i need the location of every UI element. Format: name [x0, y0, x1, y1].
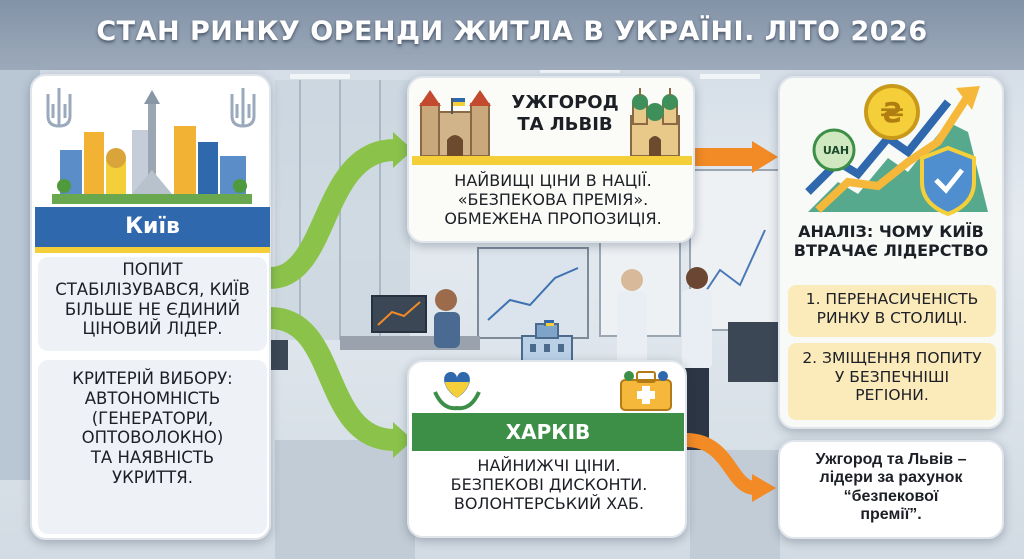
- shield-check-icon: [920, 145, 976, 217]
- trident-icon: [230, 88, 256, 128]
- text-line: премії”.: [860, 506, 922, 524]
- text-line: БЕЗПЕКОВІ ДИСКОНТИ.: [450, 475, 648, 495]
- hryvnia-coin-icon: ₴: [864, 84, 920, 140]
- west-city-label: УЖГОРОД ТА ЛЬВІВ: [505, 92, 625, 135]
- text-line: ПОПИТ: [122, 260, 183, 279]
- text-line: АВТОНОМНІСТЬ: [84, 388, 221, 408]
- text-line: ЦІНОВИЙ ЛІДЕР.: [82, 319, 223, 339]
- west-card: УЖГОРОД ТА ЛЬВІВ НАЙВИЩІ ЦІНИ В НАЦІЇ. «…: [407, 76, 695, 243]
- text-line: БІЛЬШЕ НЕ ЄДИНИЙ: [64, 299, 241, 319]
- page-title: СТАН РИНКУ ОРЕНДИ ЖИТЛА В УКРАЇНІ. ЛІТО …: [96, 16, 928, 47]
- heart-hands-icon: [433, 372, 481, 411]
- analysis-point-1: 1. ПЕРЕНАСИЧЕНІСТЬ РИНКУ В СТОЛИЦІ.: [788, 285, 996, 337]
- aid-kit-icon: [620, 371, 672, 411]
- text-line: 1. ПЕРЕНАСИЧЕНІСТЬ: [805, 290, 979, 308]
- text-line: 2. ЗМІЩЕННЯ ПОПИТУ: [802, 349, 982, 367]
- growth-chart-icon: ₴: [805, 84, 988, 217]
- analysis-point-2: 2. ЗМІЩЕННЯ ПОПИТУ У БЕЗПЕЧНІШІ РЕГІОНИ.: [788, 343, 996, 420]
- arrow-kharkiv-to-summary: [685, 433, 757, 495]
- kharkiv-city-label: ХАРКІВ: [412, 413, 684, 451]
- text-line: РЕГІОНИ.: [855, 386, 929, 405]
- kharkiv-card: ХАРКІВ НАЙНИЖЧІ ЦІНИ. БЕЗПЕКОВІ ДИСКОНТИ…: [407, 360, 687, 538]
- text-line: ТА НАЯВНІСТЬ: [90, 448, 215, 468]
- text-line: АНАЛІЗ: ЧОМУ КИЇВ: [798, 222, 984, 241]
- analysis-card: ₴ UAH АНАЛІЗ: ЧОМУ КИЇВ ВТРАЧАЄ ЛІДЕРСТВ…: [778, 76, 1004, 429]
- summary-text: Ужгород та Львів – лідери за рахунок “бе…: [786, 451, 996, 525]
- text-line: ОПТОВОЛОКНО): [81, 428, 224, 448]
- text-line: НАЙНИЖЧІ ЦІНИ.: [477, 456, 621, 475]
- text-line: ВТРАЧАЄ ЛІДЕРСТВО: [793, 241, 989, 261]
- analysis-heading: АНАЛІЗ: ЧОМУ КИЇВ ВТРАЧАЄ ЛІДЕРСТВО: [786, 222, 996, 260]
- text-line: ТА ЛЬВІВ: [517, 113, 613, 135]
- text-line: ВОЛОНТЕРСЬКИЙ ХАБ.: [453, 494, 645, 514]
- text-line: СТАБІЛІЗУВАВСЯ, КИЇВ: [55, 279, 250, 299]
- church-icon: [630, 88, 680, 156]
- kyiv-criteria-text: КРИТЕРІЙ ВИБОРУ: АВТОНОМНІСТЬ (ГЕНЕРАТОР…: [38, 360, 267, 534]
- uah-coin-label: UAH: [822, 144, 850, 157]
- svg-text:₴: ₴: [880, 96, 904, 129]
- arrow-kyiv-to-kharkiv: [269, 307, 396, 451]
- west-description: НАЙВИЩІ ЦІНИ В НАЦІЇ. «БЕЗПЕКОВА ПРЕМІЯ»…: [419, 171, 687, 229]
- kyiv-yellow-stripe: [35, 247, 270, 253]
- kyiv-skyline-icon: [52, 90, 252, 204]
- text-line: лідери за рахунок: [819, 469, 963, 487]
- kyiv-demand-text: ПОПИТ СТАБІЛІЗУВАВСЯ, КИЇВ БІЛЬШЕ НЕ ЄДИ…: [38, 257, 267, 351]
- text-line: (ГЕНЕРАТОРИ,: [91, 408, 214, 428]
- text-line: НАЙВИЩІ ЦІНИ В НАЦІЇ.: [454, 171, 652, 190]
- title-bar: [0, 0, 1024, 70]
- text-line: У БЕЗПЕЧНІШІ: [834, 367, 950, 386]
- west-yellow-stripe: [412, 156, 692, 165]
- text-line: “безпекової: [843, 487, 939, 505]
- summary-card: Ужгород та Львів – лідери за рахунок “бе…: [778, 440, 1004, 539]
- text-line: УКРИТТЯ.: [112, 467, 193, 487]
- text-line: КРИТЕРІЙ ВИБОРУ:: [72, 369, 233, 388]
- kyiv-city-label: Київ: [35, 207, 270, 247]
- text-line: «БЕЗПЕКОВА ПРЕМІЯ».: [457, 190, 649, 210]
- text-line: ОБМЕЖЕНА ПРОПОЗИЦІЯ.: [444, 209, 662, 229]
- arrow-kyiv-to-west: [268, 139, 396, 289]
- text-line: Ужгород та Львів –: [815, 451, 967, 468]
- kyiv-card: Київ ПОПИТ СТАБІЛІЗУВАВСЯ, КИЇВ БІЛЬШЕ Н…: [30, 74, 271, 540]
- trident-icon: [46, 88, 72, 128]
- text-line: УЖГОРОД: [511, 92, 619, 113]
- kharkiv-description: НАЙНИЖЧІ ЦІНИ. БЕЗПЕКОВІ ДИСКОНТИ. ВОЛОН…: [419, 456, 679, 514]
- text-line: РИНКУ В СТОЛИЦІ.: [816, 308, 968, 327]
- castle-icon: [419, 90, 491, 156]
